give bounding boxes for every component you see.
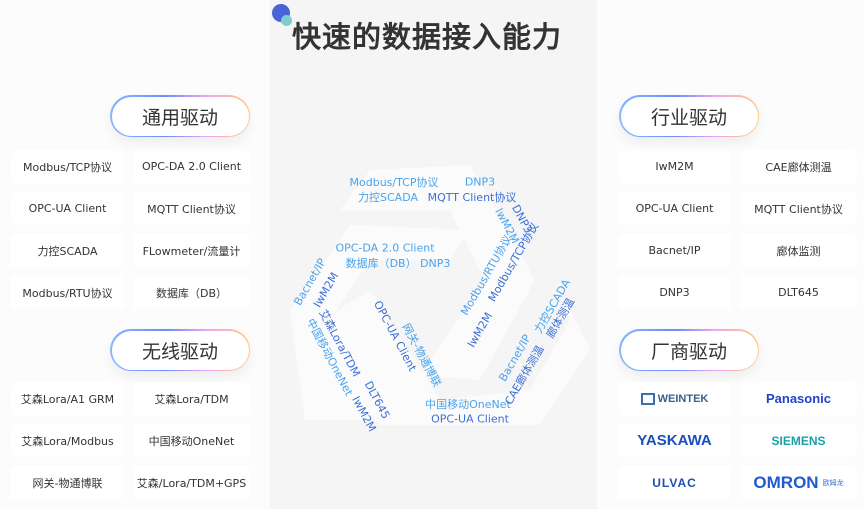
driver-item[interactable]: OPC-DA 2.0 Client (133, 150, 250, 183)
driver-item[interactable]: CAE廊体测温 (740, 150, 857, 183)
driver-item[interactable]: DNP3 (618, 276, 731, 309)
wireless-driver-heading: 无线驱动 (110, 329, 250, 371)
driver-item[interactable]: 中国移动OneNet (133, 424, 250, 457)
driver-item[interactable]: 艾森Lora/TDM (133, 382, 250, 415)
driver-item[interactable]: 数据库（DB） (133, 276, 250, 309)
vendor-logo-siemens[interactable]: SIEMENS (740, 424, 857, 457)
driver-item[interactable]: Modbus/TCP协议 (11, 150, 124, 183)
driver-item[interactable]: MQTT Client协议 (740, 192, 857, 225)
center-protocol-label: OPC-DA 2.0 Client (335, 241, 435, 255)
center-protocol-label: MQTT Client协议 (427, 191, 517, 204)
driver-item[interactable]: IwM2M (618, 150, 731, 183)
driver-item[interactable]: 艾森/Lora/TDM+GPS (133, 466, 250, 499)
driver-item[interactable]: OPC-UA Client (11, 192, 124, 225)
center-protocol-label: Modbus/TCP协议 (349, 176, 439, 189)
page-title: 快速的数据接入能力 (292, 20, 563, 54)
driver-item[interactable]: Bacnet/IP (618, 234, 731, 267)
driver-item[interactable]: 廊体监测 (740, 234, 857, 267)
driver-item[interactable]: OPC-UA Client (618, 192, 731, 225)
vendor-logo-ulvac[interactable]: ULVAC (618, 466, 731, 499)
vendor-logo-yaskawa[interactable]: YASKAWA (618, 424, 731, 457)
driver-item[interactable]: 艾森Lora/Modbus (11, 424, 124, 457)
decor-dot-icon (281, 15, 292, 26)
driver-item[interactable]: 艾森Lora/A1 GRM (11, 382, 124, 415)
general-driver-heading: 通用驱动 (110, 95, 250, 137)
vendor-driver-heading: 厂商驱动 (619, 329, 759, 371)
center-protocol-label: 力控SCADA (358, 191, 418, 204)
center-protocol-label: 中国移动OneNet (425, 398, 511, 411)
vendor-logo-weintek[interactable]: WEINTEK (618, 382, 731, 415)
industry-driver-heading: 行业驱动 (619, 95, 759, 137)
weintek-logo-icon (640, 392, 655, 405)
driver-item[interactable]: DLT645 (740, 276, 857, 309)
hexagon-background (290, 165, 590, 425)
center-protocol-label: 数据库（DB） DNP3 (345, 257, 451, 270)
center-protocol-label: OPC-UA Client (431, 412, 509, 426)
driver-item[interactable]: 力控SCADA (11, 234, 124, 267)
driver-item[interactable]: MQTT Client协议 (133, 192, 250, 225)
driver-item[interactable]: Modbus/RTU协议 (11, 276, 124, 309)
center-protocol-label: DNP3 (464, 175, 496, 189)
vendor-logo-panasonic[interactable]: Panasonic (740, 382, 857, 415)
driver-item[interactable]: FLowmeter/流量计 (133, 234, 250, 267)
driver-item[interactable]: 网关-物通博联 (11, 466, 124, 499)
